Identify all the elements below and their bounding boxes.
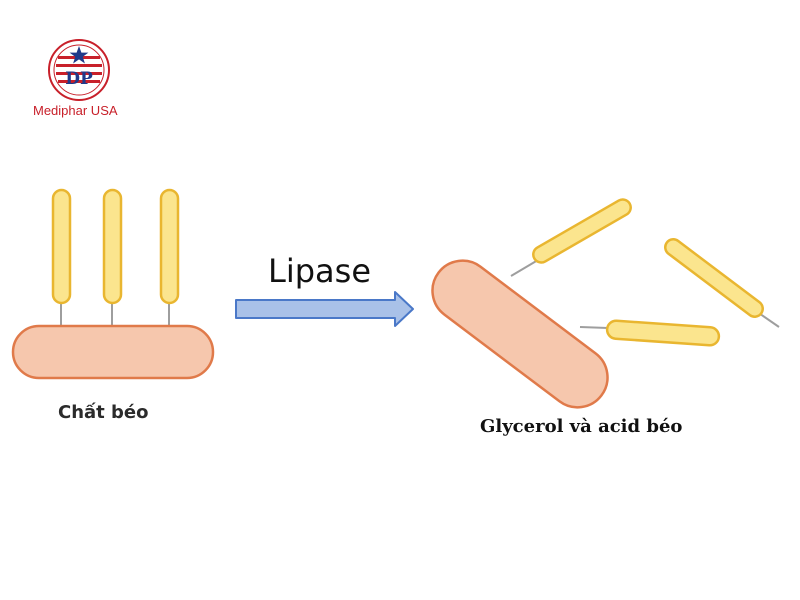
fatty-acid [532,198,632,264]
enzyme-label: Lipase [268,252,371,290]
fatty-acid [605,319,721,347]
fatty-acid [664,238,764,318]
fatty-acid-chain [102,188,123,305]
glycerol [431,259,609,409]
fatty-acid-chain [159,188,180,305]
glycerol-backbone [11,324,215,380]
bond [579,326,609,329]
brand-name: Mediphar USA [33,103,118,118]
product-label: Glycerol và acid béo [480,416,683,437]
fat-molecule [11,188,215,380]
star-icon [69,46,89,64]
reaction-arrow [235,291,414,327]
bond [510,259,539,277]
logo-monogram: DP [65,69,93,89]
reactant-label: Chất béo [58,402,149,423]
fatty-acid-chain [51,188,72,305]
hydrolysis-products [431,198,780,409]
mediphar-logo: DP [48,39,110,101]
